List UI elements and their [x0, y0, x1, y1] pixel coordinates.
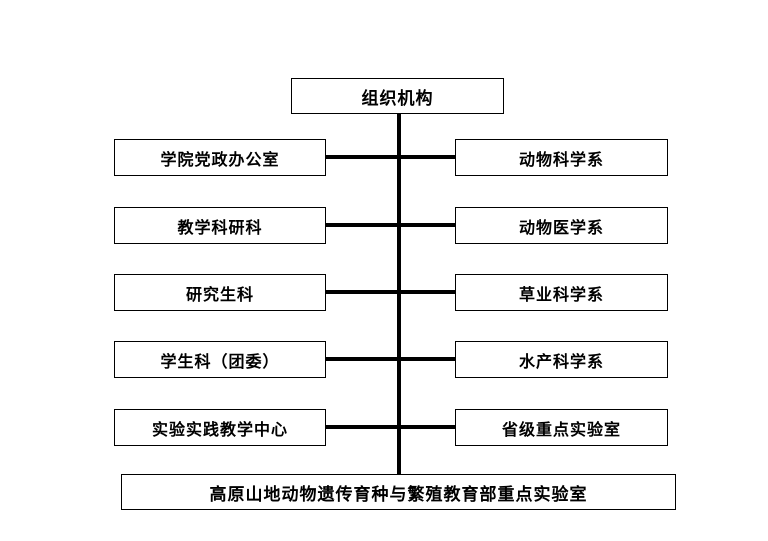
connector-left-row-3 — [326, 357, 399, 361]
connector-right-row-1 — [399, 223, 455, 227]
node-left-row-2[interactable]: 研究生科 — [114, 274, 326, 311]
node-bottom-key-laboratory[interactable]: 高原山地动物遗传育种与繁殖教育部重点实验室 — [121, 474, 676, 510]
node-left-row-0[interactable]: 学院党政办公室 — [114, 139, 326, 176]
node-left-row-4[interactable]: 实验实践教学中心 — [114, 409, 326, 446]
connector-left-row-4 — [326, 425, 399, 429]
node-root-organization[interactable]: 组织机构 — [291, 78, 504, 114]
node-right-row-0[interactable]: 动物科学系 — [455, 139, 668, 176]
connector-right-row-4 — [399, 425, 455, 429]
connector-left-row-1 — [326, 223, 399, 227]
connector-right-row-0 — [399, 155, 455, 159]
connector-left-row-0 — [326, 155, 399, 159]
node-left-row-3[interactable]: 学生科（团委） — [114, 341, 326, 378]
connector-left-row-2 — [326, 290, 399, 294]
node-left-row-1[interactable]: 教学科研科 — [114, 207, 326, 244]
connector-right-row-2 — [399, 290, 455, 294]
node-right-row-4[interactable]: 省级重点实验室 — [455, 409, 668, 446]
node-right-row-2[interactable]: 草业科学系 — [455, 274, 668, 311]
connector-right-row-3 — [399, 357, 455, 361]
node-right-row-3[interactable]: 水产科学系 — [455, 341, 668, 378]
node-right-row-1[interactable]: 动物医学系 — [455, 207, 668, 244]
